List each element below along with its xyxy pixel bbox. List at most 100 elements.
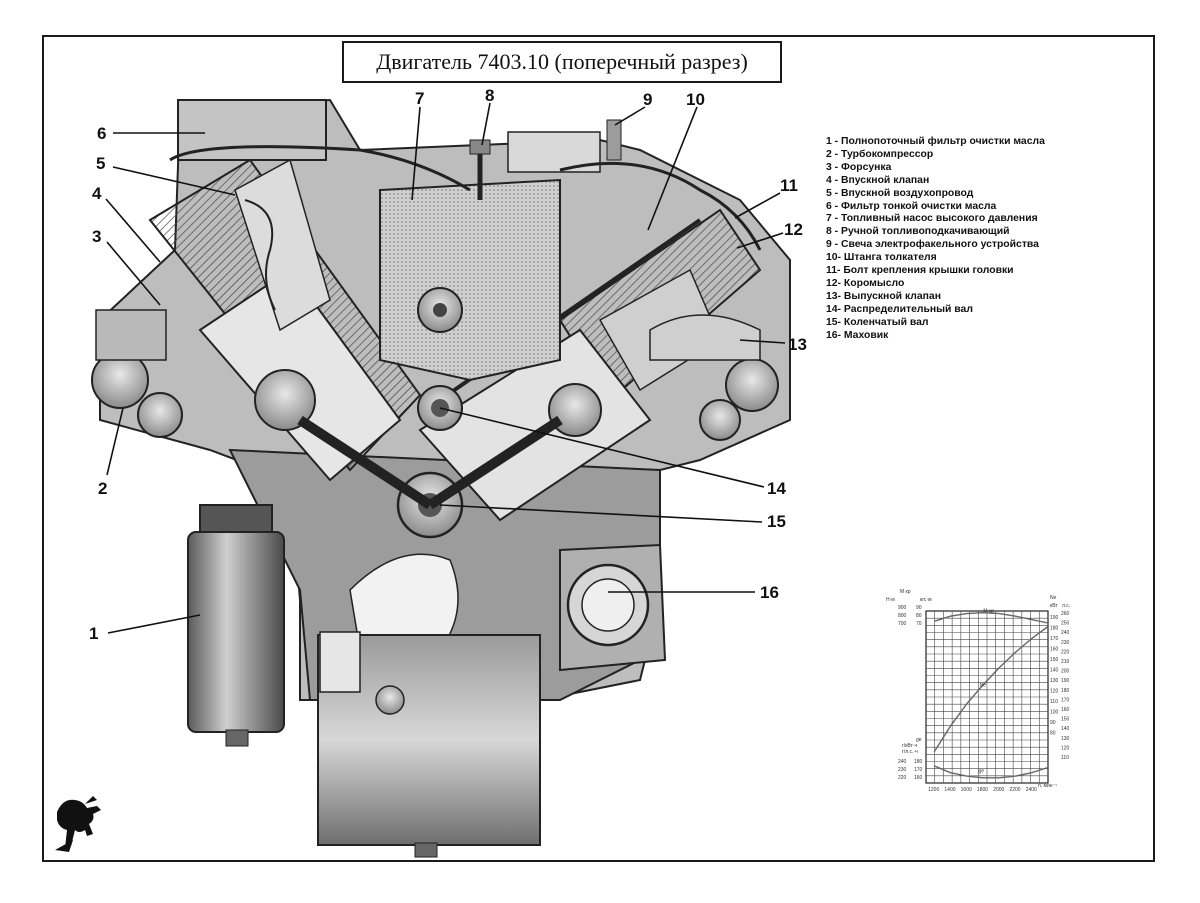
chart-grid — [925, 610, 1049, 784]
callout-10: 10 — [686, 90, 705, 109]
power-tick-kw: 140 — [1050, 668, 1059, 674]
power-tick-kw: 90 — [1050, 720, 1056, 726]
power-tick-hp: 210 — [1061, 659, 1070, 665]
power-tick-kw: 130 — [1050, 678, 1059, 684]
callout-12: 12 — [784, 220, 803, 239]
callout-9: 9 — [643, 90, 653, 109]
crankshaft — [297, 415, 563, 539]
power-tick-hp: 220 — [1061, 649, 1070, 655]
x-tick-label: 2400 — [1026, 787, 1037, 793]
power-tick-hp: 250 — [1061, 621, 1070, 627]
torque-tick-kgsm: 80 — [916, 613, 922, 619]
callout-5: 5 — [96, 154, 106, 173]
x-tick-label: 2000 — [993, 787, 1004, 793]
fuel-tick-hph: 170 — [914, 767, 923, 773]
callout-13: 13 — [788, 335, 807, 354]
fuel-axis-unit-alt: г/л.с.·ч — [902, 749, 918, 755]
callout-2: 2 — [98, 479, 108, 498]
left-cylinder-bank — [148, 158, 422, 482]
series-label: Ne — [980, 682, 987, 688]
callout-leaders — [105, 102, 786, 634]
legend-item: 10- Штанга толкателя — [826, 252, 937, 264]
callout-7: 7 — [415, 89, 425, 108]
callout-6: 6 — [97, 124, 107, 143]
chart-series — [933, 611, 1049, 779]
fuel-injection-pump — [379, 139, 561, 382]
power-tick-kw: 190 — [1050, 615, 1059, 621]
poster-title: Двигатель 7403.10 (поперечный разрез) — [342, 41, 782, 83]
legend-item: 13- Выпускной клапан — [826, 290, 941, 302]
series-line-Ne — [933, 625, 1049, 753]
torque-tick-nm: 900 — [898, 605, 907, 611]
fuel-tick-kwh: 230 — [898, 767, 907, 773]
power-tick-hp: 190 — [1061, 678, 1070, 684]
fuel-tick-kwh: 240 — [898, 759, 907, 765]
fuel-axis-label: ge — [916, 737, 922, 743]
power-tick-hp: 110 — [1061, 755, 1069, 761]
turbocharger-left — [91, 309, 183, 438]
fuel-tick-hph: 160 — [914, 775, 923, 781]
power-tick-hp: 160 — [1061, 707, 1070, 713]
power-tick-kw: 120 — [1050, 689, 1059, 695]
power-tick-hp: 120 — [1061, 745, 1070, 751]
callout-16: 16 — [760, 583, 779, 602]
power-tick-kw: 160 — [1050, 647, 1059, 653]
legend-item: 9 - Свеча электрофакельного устройства — [826, 239, 1039, 251]
callout-15: 15 — [767, 512, 786, 531]
callout-4: 4 — [92, 184, 102, 203]
torque-axis-unit-alt: кгс·м — [920, 597, 932, 603]
legend-item: 4 - Впускной клапан — [826, 174, 930, 186]
series-line-ge — [933, 765, 1049, 779]
fuel-axis-unit: г/кВт·ч — [902, 743, 918, 749]
turbocharger-right — [649, 314, 779, 441]
power-axis-unit-alt: л.с. — [1062, 603, 1070, 609]
torque-tick-nm: 700 — [898, 621, 907, 627]
callout-8: 8 — [485, 86, 495, 105]
fuel-tick-kwh: 220 — [898, 775, 907, 781]
callout-11: 11 — [780, 176, 798, 195]
legend-item: 15- Коленчатый вал — [826, 316, 929, 328]
power-tick-kw: 150 — [1050, 657, 1059, 663]
callout-1: 1 — [89, 624, 99, 643]
top-piping — [169, 99, 762, 251]
power-tick-hp: 260 — [1061, 611, 1070, 617]
power-tick-hp: 130 — [1061, 736, 1070, 742]
power-tick-hp: 230 — [1061, 640, 1070, 646]
legend-item: 2 - Турбокомпрессор — [826, 148, 934, 160]
x-tick-label: 1600 — [961, 787, 972, 793]
full-flow-oil-filter — [187, 504, 285, 747]
oil-sump — [317, 631, 541, 858]
legend-item: 14- Распределительный вал — [826, 303, 973, 315]
fuel-tick-hph: 180 — [914, 759, 923, 765]
power-tick-hp: 240 — [1061, 630, 1070, 636]
x-axis-label: n, мин⁻¹ — [1038, 783, 1057, 789]
power-tick-kw: 110 — [1050, 699, 1058, 705]
power-tick-kw: 180 — [1050, 626, 1059, 632]
flywheel — [559, 543, 667, 672]
power-tick-hp: 170 — [1061, 697, 1070, 703]
power-tick-hp: 150 — [1061, 717, 1070, 723]
power-tick-kw: 100 — [1050, 710, 1059, 716]
torque-tick-nm: 800 — [898, 613, 907, 619]
legend-item: 7 - Топливный насос высокого давления — [826, 213, 1038, 225]
legend-item: 1 - Полнопоточный фильтр очистки масла — [826, 136, 1045, 147]
legend-item: 6 - Фильтр тонкой очистки масла — [826, 200, 997, 212]
torque-axis-label: M кр — [900, 589, 911, 595]
power-tick-kw: 170 — [1050, 636, 1059, 642]
parts-legend: 1 - Полнопоточный фильтр очистки масла 2… — [826, 136, 1126, 343]
series-label: M кр — [983, 608, 994, 614]
legend-item: 5 - Впускной воздухопровод — [826, 187, 974, 199]
legend-item: 12- Коромысло — [826, 277, 905, 289]
callout-14: 14 — [767, 479, 786, 498]
poster-frame — [42, 35, 1155, 862]
x-tick-label: 1200 — [928, 787, 939, 793]
power-tick-hp: 180 — [1061, 688, 1070, 694]
torque-tick-kgsm: 70 — [916, 621, 922, 627]
power-axis-label: Ne — [1050, 595, 1057, 601]
x-tick-label: 1800 — [977, 787, 988, 793]
x-tick-label: 1400 — [944, 787, 955, 793]
power-tick-kw: 80 — [1050, 731, 1056, 737]
